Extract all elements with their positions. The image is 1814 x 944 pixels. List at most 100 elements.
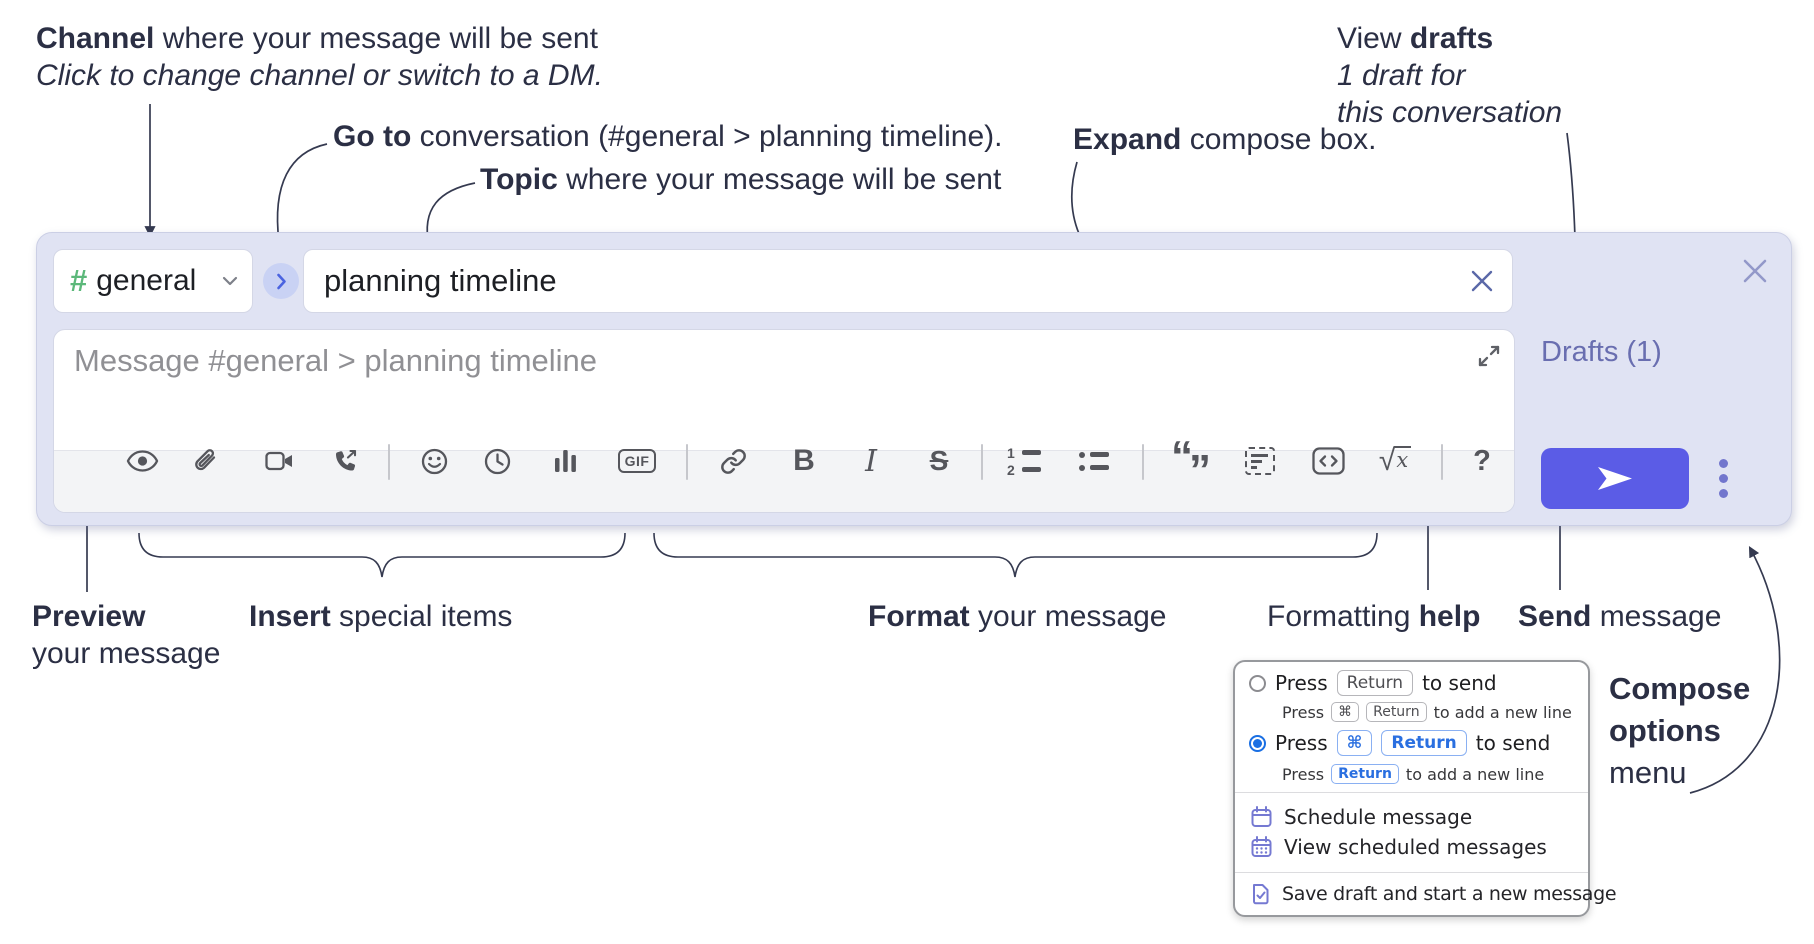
compose-options-line2: options [1609,713,1721,748]
strikethrough-button[interactable]: S [917,439,961,483]
enter-sends-subtext: Press ⌘ Return to add a new line [1282,702,1572,722]
radio-unselected[interactable] [1249,674,1266,692]
quote-icon: “ ” [1171,435,1211,493]
strikethrough-icon: S [929,445,949,476]
drafts-link[interactable]: Drafts (1) [1541,336,1662,368]
radio-selected[interactable] [1249,734,1266,752]
compose-options-note: Compose options menu [1609,668,1750,794]
drafts-note-line1: View drafts [1337,22,1494,55]
cmd-keycap: ⌘ [1336,730,1373,756]
math-latex-icon: √ x [1378,444,1412,477]
return-keycap: Return [1331,764,1399,784]
eye-icon [126,450,158,472]
go-to-conversation-button[interactable] [263,263,299,299]
bulleted-list-icon [1079,451,1109,471]
clear-topic-icon[interactable] [1470,269,1494,293]
compose-options-menu-button[interactable] [1719,459,1728,498]
format-brace [653,532,1378,578]
bar-chart-icon [554,450,576,472]
send-button[interactable] [1541,448,1689,509]
attach-file-button[interactable] [182,439,226,483]
add-global-time-button[interactable] [475,439,519,483]
menu-item-label: View scheduled messages [1284,835,1547,859]
bulleted-list-button[interactable] [1072,439,1116,483]
channel-note-line1: Channel where your message will be sent [36,22,598,55]
spoiler-icon [1245,447,1275,475]
bulleted-list-row [1079,451,1109,458]
spoiler-bar [1251,466,1257,469]
add-video-call-button[interactable] [257,439,301,483]
numbered-list-button[interactable]: 1 2 [1002,439,1046,483]
send-note: Send message [1518,600,1722,633]
view-scheduled-messages-item[interactable]: View scheduled messages [1251,835,1547,859]
link-icon [720,448,746,474]
cmd-enter-sends-subtext: Press Return to add a new line [1282,764,1544,784]
add-gif-button[interactable]: GIF [615,439,659,483]
message-textarea[interactable]: Message #general > planning timeline [53,329,1515,513]
gif-icon: GIF [617,449,657,473]
add-voice-call-button[interactable] [322,439,366,483]
topic-value: planning timeline [324,263,557,298]
numbered-list-icon: 1 2 [1007,444,1041,478]
toolbar-divider [686,444,688,480]
add-poll-button[interactable] [543,439,587,483]
return-keycap: Return [1381,730,1467,756]
compose-box: # general planning timeline Message #gen… [36,232,1792,526]
ellipsis-dot [1719,489,1728,498]
preview-note-line1: Preview [32,600,146,633]
numbered-list-row: 2 [1007,461,1041,478]
italic-icon: I [865,443,877,479]
expand-compose-icon[interactable] [1476,343,1502,369]
option-text: to send [1475,731,1551,755]
preview-button[interactable] [120,439,164,483]
drafts-note: View drafts 1 draft for this conversatio… [1337,20,1562,131]
phone-call-icon [335,449,356,470]
enter-sends-option[interactable]: Press Return to send [1249,670,1497,696]
formatting-help-note: Formatting help [1267,600,1481,633]
preview-note-line2: your message [32,637,221,670]
topic-note: Topic where your message will be sent [480,163,1002,196]
italic-button[interactable]: I [849,439,893,483]
quote-close-glyph: ” [1189,446,1211,495]
send-icon [1598,467,1632,490]
add-emoji-button[interactable] [412,439,456,483]
math-button[interactable]: √ x [1373,439,1417,483]
popup-divider [1235,792,1588,793]
insert-link-button[interactable] [711,439,755,483]
spoiler-bar [1251,454,1268,457]
list-bar [1022,450,1041,455]
compose-options-line3: menu [1609,755,1687,790]
numbered-list-digit: 1 [1007,444,1015,461]
sqrt-glyph: √ [1378,444,1396,477]
list-bar [1090,465,1109,470]
compose-toolbar: GIF B I S [54,435,1514,512]
menu-item-label: Schedule message [1284,805,1473,829]
toolbar-divider [1142,444,1144,480]
quote-open-glyph: “ [1171,432,1193,481]
bold-button[interactable]: B [782,439,826,483]
code-button[interactable] [1306,439,1350,483]
chevron-down-icon [222,276,238,286]
message-formatting-help-button[interactable]: ? [1460,439,1504,483]
numbered-list-digit: 2 [1007,461,1015,478]
calendar-icon [1251,806,1272,828]
schedule-message-item[interactable]: Schedule message [1251,805,1472,829]
topic-input[interactable]: planning timeline [303,249,1513,313]
channel-note-line2: Click to change channel or switch to a D… [36,59,603,92]
compose-options-line1: Compose [1609,671,1751,706]
close-compose-icon[interactable] [1741,257,1769,285]
preview-note: Preview your message [32,598,220,672]
list-dot [1079,464,1085,471]
cmd-keycap: ⌘ [1331,702,1360,722]
cmd-enter-sends-option[interactable]: Press ⌘ Return to send [1249,730,1550,756]
save-draft-new-message-item[interactable]: Save draft and start a new message [1251,883,1617,905]
quote-button[interactable]: “ ” [1169,435,1213,493]
channel-selector[interactable]: # general [53,249,253,313]
spoiler-button[interactable] [1238,439,1282,483]
paperclip-icon [195,449,216,471]
option-text: to send [1422,671,1497,695]
return-keycap: Return [1336,670,1414,696]
goto-note: Go to conversation (#general > planning … [333,120,1003,153]
message-placeholder: Message #general > planning timeline [74,343,598,378]
